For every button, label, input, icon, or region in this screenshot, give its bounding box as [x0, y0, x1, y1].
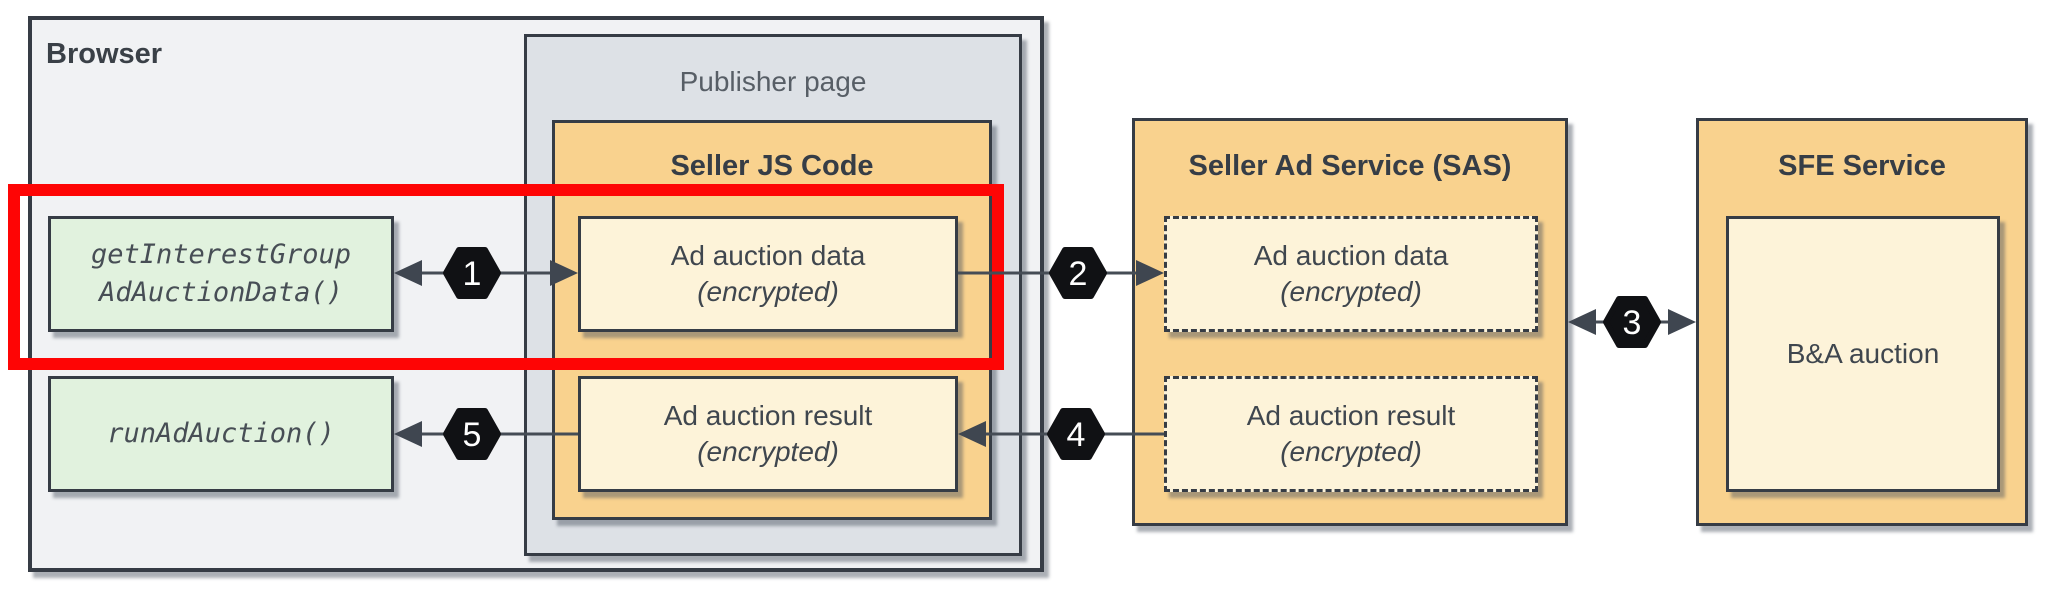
step-4-badge: 4: [1047, 408, 1105, 460]
seller-js-code-title: Seller JS Code: [670, 150, 874, 182]
publisher-page-label: Publisher page: [679, 66, 867, 97]
sas-ad-auction-data-box: Ad auction data (encrypted): [1164, 216, 1538, 332]
svg-text:4: 4: [1067, 416, 1086, 454]
ba-auction-box: B&A auction: [1726, 216, 2000, 492]
sfe-service-title: SFE Service: [1778, 150, 1946, 182]
encrypted-note: (encrypted): [1280, 436, 1422, 467]
encrypted-note: (encrypted): [1280, 276, 1422, 307]
svg-text:3: 3: [1623, 304, 1642, 342]
box-label: Ad auction data: [670, 240, 866, 271]
svg-text:2: 2: [1069, 255, 1088, 293]
api-call-line: runAdAuction(): [107, 418, 335, 449]
box-label: Ad auction data: [1253, 240, 1449, 271]
step-3-badge: 3: [1603, 296, 1661, 348]
sas-ad-auction-result-box: Ad auction result (encrypted): [1164, 376, 1538, 492]
seller-js-ad-auction-result-box: Ad auction result (encrypted): [578, 376, 958, 492]
box-label: Ad auction result: [663, 400, 873, 431]
box-label: B&A auction: [1786, 338, 1940, 369]
seller-ad-service-title: Seller Ad Service (SAS): [1188, 150, 1512, 182]
get-interest-group-ad-auction-data-box: getInterestGroup AdAuctionData(): [48, 216, 394, 332]
encrypted-note: (encrypted): [697, 436, 839, 467]
run-ad-auction-box: runAdAuction(): [48, 376, 394, 492]
api-call-line: AdAuctionData(): [99, 277, 343, 308]
step-2-badge: 2: [1049, 247, 1107, 299]
highlight-rectangle: [8, 184, 1004, 370]
encrypted-note: (encrypted): [697, 276, 839, 307]
api-call-line: getInterestGroup: [90, 239, 352, 270]
arrow-step-3: [1568, 309, 1696, 335]
seller-js-ad-auction-data-box: Ad auction data (encrypted): [578, 216, 958, 332]
browser-label: Browser: [46, 38, 163, 70]
box-label: Ad auction result: [1246, 400, 1456, 431]
